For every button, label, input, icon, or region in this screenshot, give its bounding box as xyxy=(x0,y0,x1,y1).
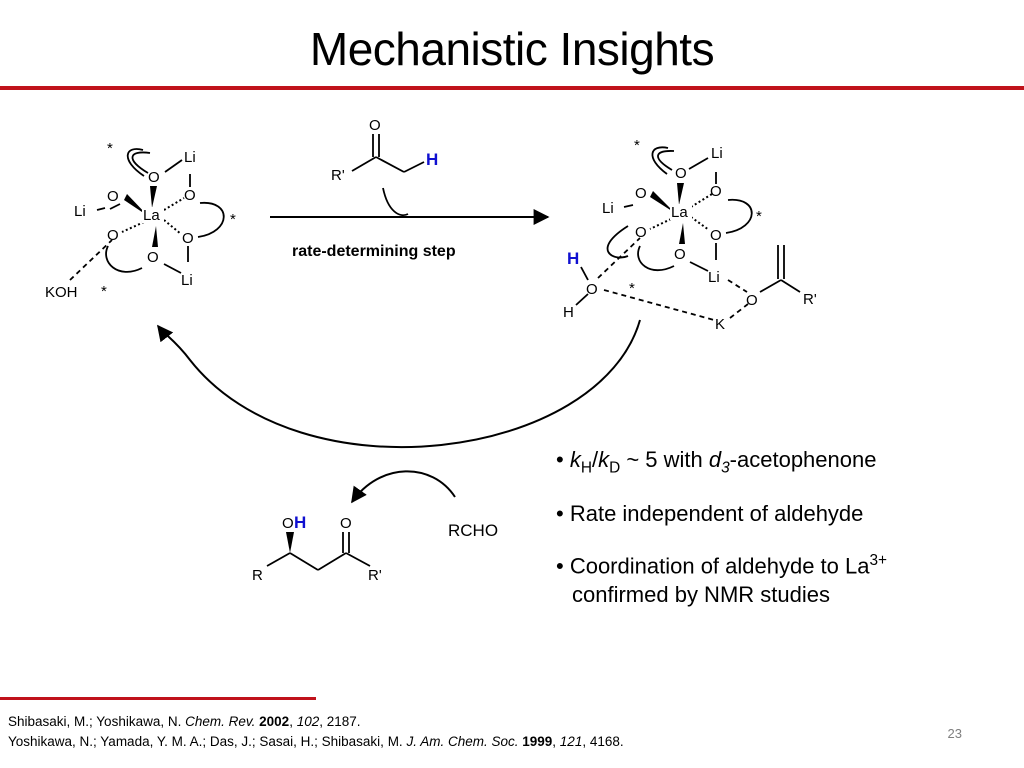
catalytic-cycle-arrow xyxy=(157,319,641,449)
right-o-5: O xyxy=(710,227,722,244)
right-li-3: Li xyxy=(708,269,720,286)
kie-mid: ~ 5 with xyxy=(620,447,709,472)
right-la-label: La xyxy=(671,204,688,221)
right-asterisk-1: * xyxy=(634,137,640,154)
right-lasalicylate-complex xyxy=(575,146,801,321)
reference-1: Shibasaki, M.; Yoshikawa, N. Chem. Rev. … xyxy=(8,714,361,729)
left-koh-label: KOH xyxy=(45,284,78,301)
right-o-2: O xyxy=(710,183,722,200)
right-enolate-o: O xyxy=(746,292,758,309)
kie-d: d xyxy=(708,447,722,472)
right-o-6: O xyxy=(674,246,686,263)
reagent-ketone xyxy=(351,134,425,216)
right-la-bonds xyxy=(649,183,713,244)
right-li-1: Li xyxy=(711,145,723,162)
ref1-year: 2002 xyxy=(259,714,290,729)
aldehyde-entry-arrow xyxy=(351,470,456,504)
left-li-3: Li xyxy=(181,272,193,289)
left-li-2: Li xyxy=(74,203,86,220)
left-asterisk-1: * xyxy=(107,140,113,157)
product-r-left: R xyxy=(252,567,263,584)
footer-divider xyxy=(0,697,316,700)
product-ketone-o: O xyxy=(340,515,352,532)
aldehyde-label: RCHO xyxy=(448,521,498,540)
ref2-year: 1999 xyxy=(522,734,553,750)
right-asterisk-3: * xyxy=(629,280,635,297)
product-hydroxyl-o: O xyxy=(282,515,294,532)
left-complex-labels: La O O O O O O Li Li Li KOH * * * xyxy=(45,140,236,301)
right-enolate-r: R' xyxy=(803,291,817,308)
ref2-pages: 4168. xyxy=(589,734,624,750)
left-o-1: O xyxy=(148,169,160,186)
product-r-right: R' xyxy=(368,567,382,584)
left-asterisk-2: * xyxy=(230,211,236,228)
left-o-5: O xyxy=(182,230,194,247)
kie-sub-d: D xyxy=(609,459,621,477)
left-asterisk-3: * xyxy=(101,283,107,300)
left-o-2: O xyxy=(184,187,196,204)
right-li-2: Li xyxy=(602,200,614,217)
nmr-charge: 3+ xyxy=(869,552,888,569)
left-la-label: La xyxy=(143,207,160,224)
left-lasalicylate-complex xyxy=(69,148,225,281)
right-asterisk-2: * xyxy=(756,208,762,225)
right-o-4: O xyxy=(635,224,647,241)
right-potassium: K xyxy=(715,316,725,333)
right-water-h-bottom: H xyxy=(563,304,574,321)
finding-kie: • kH/kD ~ 5 with d3-acetophenone xyxy=(556,447,877,477)
product-stereo-wedge xyxy=(286,532,294,553)
left-li-1: Li xyxy=(184,149,196,166)
kie-k2: k xyxy=(598,447,610,472)
kie-slash: / xyxy=(591,447,599,472)
ref1-journal: Chem. Rev. xyxy=(185,714,256,729)
right-o-1: O xyxy=(675,165,687,182)
kie-sub-3: 3 xyxy=(721,459,730,477)
right-complex-labels: La O O O O O O Li Li Li H O H K O R' * *… xyxy=(563,137,817,333)
page-number: 23 xyxy=(947,726,962,741)
product-hydroxyl-h: H xyxy=(294,513,306,532)
reaction-scheme: La O O O O O O Li Li Li KOH * * * O R' H… xyxy=(45,117,817,584)
reagent-o-label: O xyxy=(369,117,381,134)
kie-sub-h: H xyxy=(580,459,592,477)
rate-determining-step-label: rate-determining step xyxy=(292,243,456,260)
left-o-4: O xyxy=(107,227,119,244)
nmr-line2: confirmed by NMR studies xyxy=(572,581,830,607)
reagent-acidic-h: H xyxy=(426,150,438,169)
reference-2: Yoshikawa, N.; Yamada, Y. M. A.; Das, J.… xyxy=(8,734,624,750)
ref2-volume: 121 xyxy=(559,734,583,750)
finding-rate-independence: • Rate independent of aldehyde xyxy=(556,501,864,527)
kie-tail: -acetophenone xyxy=(729,447,877,472)
reagent-r-label: R' xyxy=(331,167,345,184)
kie-k1: k xyxy=(569,447,581,472)
slide-title: Mechanistic Insights xyxy=(309,23,715,75)
finding-nmr: • Coordination of aldehyde to La3+ confi… xyxy=(556,551,1016,610)
ref2-authors: Yoshikawa, N.; Yamada, Y. M. A.; Das, J.… xyxy=(8,734,407,750)
ref1-volume: 102 xyxy=(296,714,320,729)
nmr-line1: Coordination of aldehyde to La xyxy=(569,553,870,579)
right-water-h-top: H xyxy=(567,249,579,268)
left-o-3: O xyxy=(107,188,119,205)
right-water-o: O xyxy=(586,281,598,298)
rate-independence-text: Rate independent of aldehyde xyxy=(569,501,864,527)
aldol-product xyxy=(266,532,371,571)
ref2-journal: J. Am. Chem. Soc. xyxy=(406,734,519,750)
references: Shibasaki, M.; Yoshikawa, N. Chem. Rev. … xyxy=(8,712,624,753)
ref1-pages: 2187. xyxy=(326,714,361,729)
findings-list: • kH/kD ~ 5 with d3-acetophenone • Rate … xyxy=(556,446,1016,632)
left-o-6: O xyxy=(147,249,159,266)
title-divider xyxy=(0,86,1024,90)
ref1-authors: Shibasaki, M.; Yoshikawa, N. xyxy=(8,714,186,729)
right-o-3: O xyxy=(635,185,647,202)
